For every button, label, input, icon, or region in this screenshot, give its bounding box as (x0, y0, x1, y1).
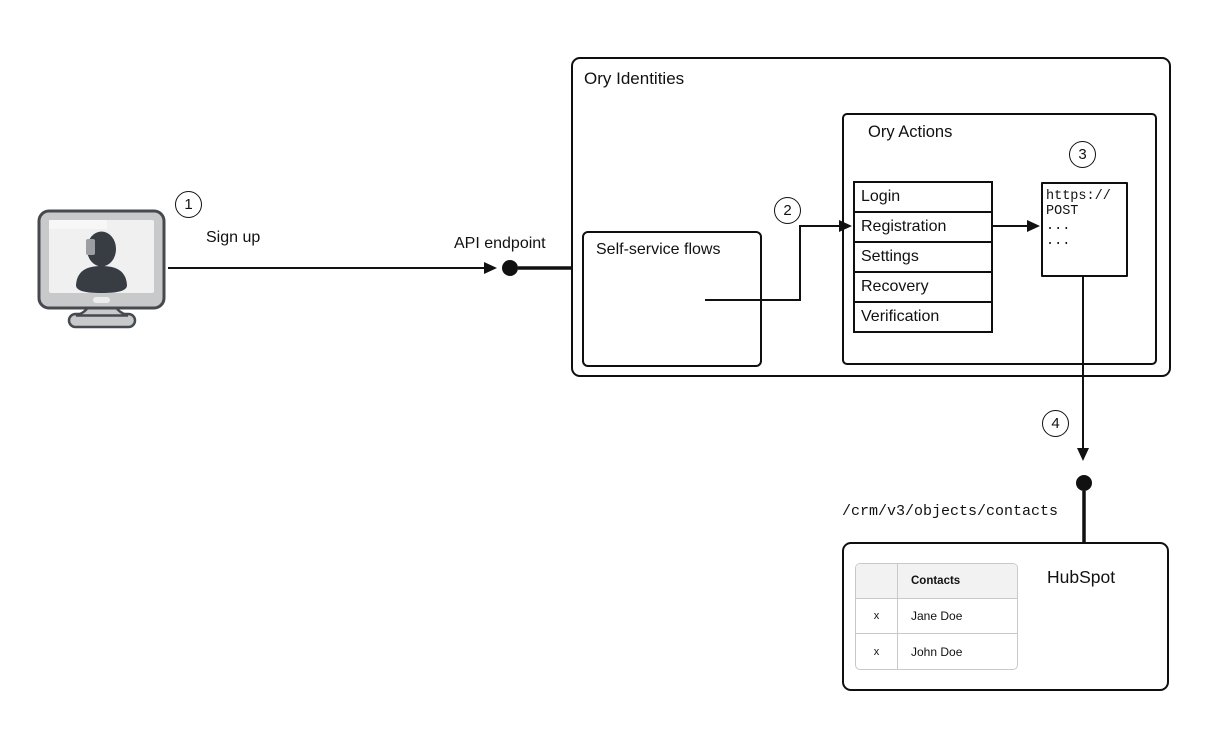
self-service-flows-title: Self-service flows (596, 241, 721, 258)
ory-identities-box (571, 57, 1171, 377)
ory-identities-title: Ory Identities (584, 69, 685, 88)
api-endpoint-label: API endpoint (454, 235, 546, 252)
code-line: ... (1046, 234, 1071, 249)
contacts-table-header: Contacts (856, 564, 1017, 599)
arrowhead-down-icon (1077, 448, 1089, 461)
flows-list: Login Registration Settings Recovery Ver… (853, 181, 993, 333)
self-service-flows-box (582, 231, 762, 367)
table-row: x John Doe (856, 634, 1017, 669)
row-cell-marker: x (856, 634, 898, 669)
person-silhouette-icon (76, 231, 127, 293)
table-row: x Jane Doe (856, 599, 1017, 634)
sign-up-label: Sign up (206, 229, 261, 246)
flow-row-settings: Settings (855, 243, 991, 273)
signup-arrow (168, 262, 497, 274)
webhook-code-box (1041, 182, 1128, 277)
hubspot-title: HubSpot (1047, 567, 1116, 587)
code-line: POST (1046, 204, 1079, 219)
hubspot-endpoint-dot (1076, 475, 1092, 491)
ory-actions-title: Ory Actions (868, 123, 953, 141)
flow-row-verification: Verification (855, 303, 991, 331)
api-endpoint-dot (502, 260, 518, 276)
ory-actions-box (842, 113, 1157, 365)
arrowhead-right-icon (484, 262, 497, 274)
code-line: https:// (1046, 189, 1111, 204)
header-cell-empty (856, 564, 898, 598)
step-marker-3: 3 (1069, 141, 1096, 168)
row-cell-marker: x (856, 599, 898, 633)
step-marker-4: 4 (1042, 410, 1069, 437)
row-cell-name: Jane Doe (911, 609, 963, 623)
header-cell-contacts: Contacts (898, 564, 1017, 598)
row-cell-name: John Doe (911, 644, 963, 659)
flow-row-recovery: Recovery (855, 273, 991, 303)
registration-to-webhook-arrow (993, 220, 1040, 232)
arrowhead-right-icon (1027, 220, 1040, 232)
user-computer-icon (37, 209, 166, 329)
flow-row-login: Login (855, 183, 991, 213)
step-marker-1: 1 (175, 191, 202, 218)
flow-row-registration: Registration (855, 213, 991, 243)
code-line: ... (1046, 219, 1071, 234)
step-marker-2: 2 (774, 197, 801, 224)
crm-path-label: /crm/v3/objects/contacts (842, 503, 1059, 520)
webhook-code: https:// POST ... ... (1046, 189, 1111, 249)
contacts-table: Contacts x Jane Doe x John Doe (855, 563, 1018, 670)
